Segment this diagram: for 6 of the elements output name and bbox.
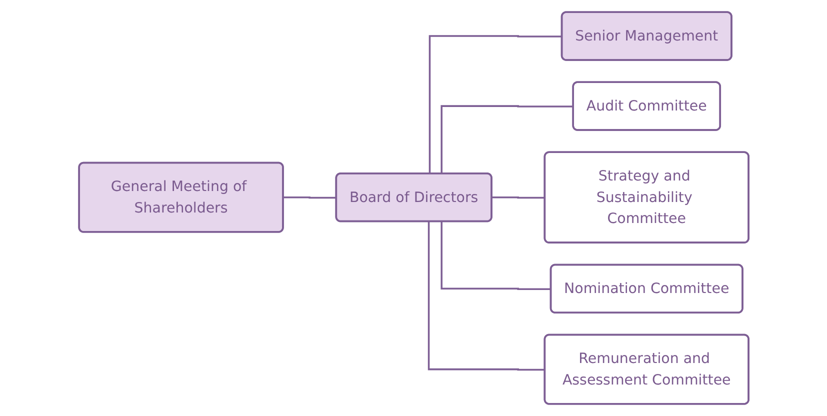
connector [428,35,562,174]
connector [440,105,574,174]
connector [490,196,545,199]
connector [282,196,336,199]
connector [440,222,551,290]
connector [428,222,545,371]
